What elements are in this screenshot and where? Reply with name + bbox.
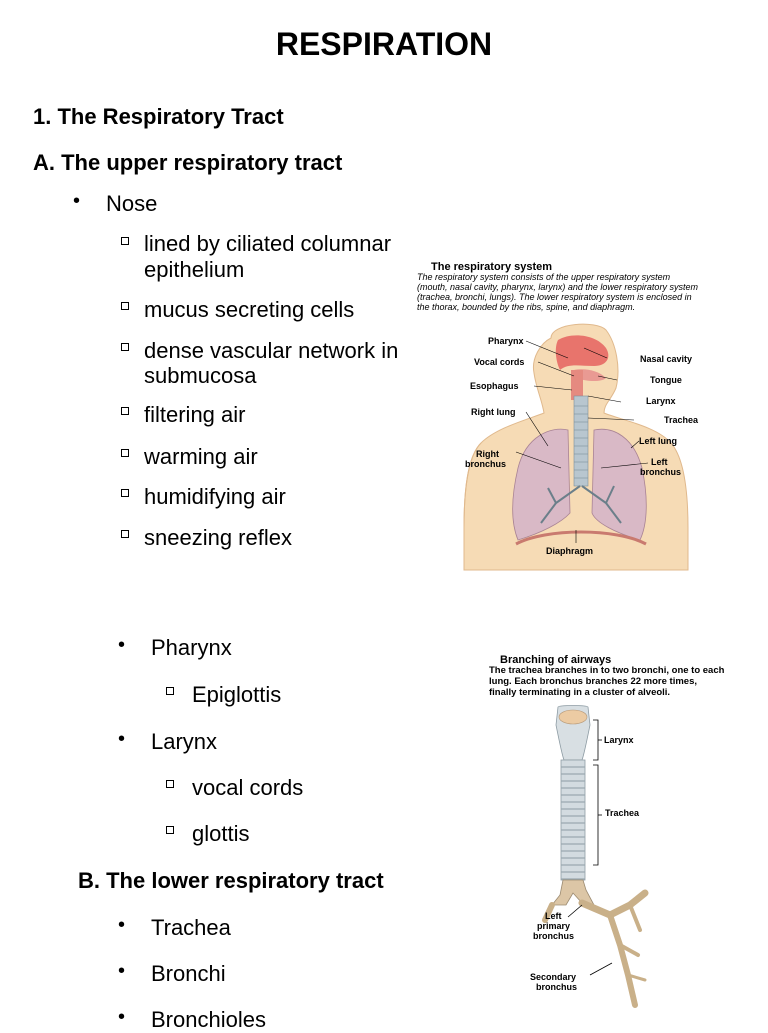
label-nasal-cavity: Nasal cavity (640, 354, 693, 364)
label-trachea: Trachea (664, 415, 699, 425)
section-heading-1: 1. The Respiratory Tract (33, 104, 284, 129)
larynx-item: glottis (192, 821, 250, 846)
bullet-dot: • (118, 960, 126, 982)
bullet-dot: • (118, 728, 126, 750)
label-left-lung: Left lung (639, 436, 677, 446)
section-heading-a: A. The upper respiratory tract (33, 150, 343, 175)
nose-item: submucosa (144, 363, 257, 388)
label-tongue: Tongue (650, 375, 682, 385)
square-bullet-icon (121, 343, 129, 351)
square-bullet-icon (166, 826, 174, 834)
square-bullet-icon (166, 780, 174, 788)
bullet-pharynx: Pharynx (151, 635, 232, 660)
figure2-title: Branching of airways (500, 654, 612, 666)
square-bullet-icon (121, 449, 129, 457)
nose-item: dense vascular network in (144, 338, 399, 363)
label-right-bronchus: bronchus (465, 459, 507, 469)
label-left-primary-bronchus: Left (545, 911, 562, 921)
bullet-dot: • (73, 190, 81, 212)
bullet-nose: Nose (106, 191, 158, 216)
figure2-caption-line: finally terminating in a cluster of alve… (489, 687, 671, 698)
bullet-larynx: Larynx (151, 729, 218, 754)
label-vocal-cords: Vocal cords (474, 357, 525, 367)
label-right-lung: Right lung (471, 407, 516, 417)
figure2-caption-line: lung. Each bronchus branches 22 more tim… (489, 676, 698, 687)
label-secondary-bronchus: bronchus (536, 982, 578, 992)
label-left-primary-bronchus: primary (537, 921, 571, 931)
square-bullet-icon (121, 530, 129, 538)
page-title: RESPIRATION (275, 26, 493, 62)
figure1-caption-line: (trachea, bronchi, lungs). The lower res… (417, 292, 692, 302)
nose-item: warming air (144, 444, 258, 469)
bullet-dot: • (118, 914, 126, 936)
bullet-dot: • (118, 634, 126, 656)
label-pharynx: Pharynx (488, 336, 524, 346)
label-esophagus: Esophagus (470, 381, 519, 391)
square-bullet-icon (121, 237, 129, 245)
figure1-title: The respiratory system (431, 261, 553, 273)
bullet-dot: • (118, 1006, 126, 1028)
figure1-caption-line: the thorax, bounded by the ribs, spine, … (417, 302, 636, 312)
figure2-caption-line: The trachea branches in to two bronchi, … (489, 665, 725, 676)
respiratory-system-illustration (463, 323, 689, 571)
label-left-bronchus: Left (651, 457, 668, 467)
section-heading-b: B. The lower respiratory tract (78, 868, 384, 893)
nose-item: lined by ciliated columnar (144, 231, 392, 256)
bullet-trachea: Trachea (151, 915, 231, 940)
nose-item: sneezing reflex (144, 525, 292, 550)
bullet-bronchi: Bronchi (151, 961, 226, 986)
square-bullet-icon (121, 302, 129, 310)
nose-item: mucus secreting cells (144, 297, 355, 322)
label-secondary-bronchus: Secondary (530, 972, 577, 982)
square-bullet-icon (121, 489, 129, 497)
nose-item: filtering air (144, 402, 246, 427)
figure1-caption-line: (mouth, nasal cavity, pharynx, larynx) a… (417, 282, 698, 292)
label-left-bronchus: bronchus (640, 467, 682, 477)
larynx-item: vocal cords (192, 775, 304, 800)
nose-item: epithelium (144, 257, 245, 282)
airway-branching-illustration (542, 705, 649, 1008)
label-larynx: Larynx (646, 396, 676, 406)
label-right-bronchus: Right (476, 449, 499, 459)
pharynx-item: Epiglottis (192, 682, 282, 707)
label-diaphragm: Diaphragm (546, 546, 594, 556)
label-larynx-2: Larynx (604, 735, 634, 745)
square-bullet-icon (166, 687, 174, 695)
square-bullet-icon (121, 407, 129, 415)
label-left-primary-bronchus: bronchus (533, 931, 575, 941)
bullet-bronchioles: Bronchioles (151, 1007, 266, 1032)
figure1-caption-line: The respiratory system consists of the u… (417, 272, 671, 282)
nose-item: humidifying air (144, 484, 286, 509)
label-trachea-2: Trachea (605, 808, 640, 818)
